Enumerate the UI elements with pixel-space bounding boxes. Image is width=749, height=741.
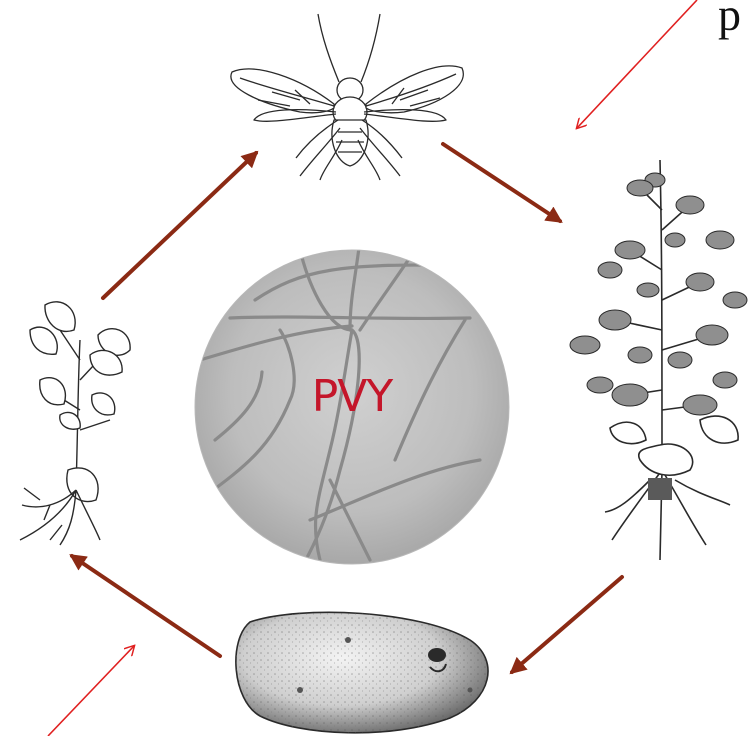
pointer-arrow-bottom-left <box>48 646 134 736</box>
potato-plant-icon <box>570 160 747 560</box>
corner-glyph: p <box>718 0 741 38</box>
potato-tuber-icon <box>236 612 488 733</box>
arrow-aphid-to-plant <box>443 144 560 221</box>
arrow-sprout-to-aphid <box>103 153 256 298</box>
arrow-tuber-to-sprout <box>72 556 220 656</box>
pointer-arrow-top-right <box>577 0 697 128</box>
arrow-plant-to-tuber <box>512 577 622 672</box>
aphid-icon <box>231 14 463 180</box>
young-plant-icon <box>20 302 130 545</box>
virus-micrograph-icon <box>195 240 509 570</box>
